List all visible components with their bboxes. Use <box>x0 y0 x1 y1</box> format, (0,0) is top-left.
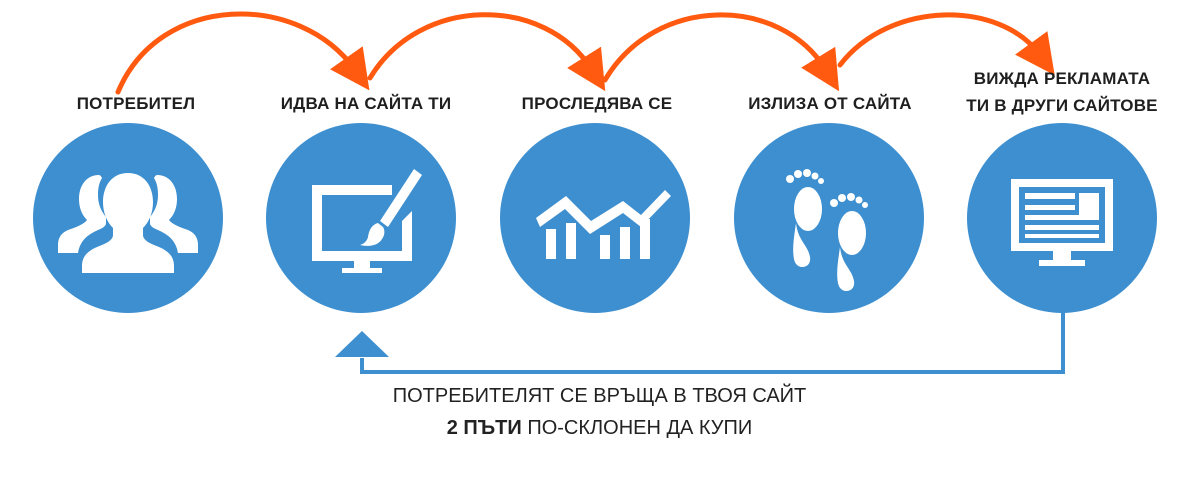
step1-label: ПОТРЕБИТЕЛ <box>76 94 196 113</box>
return-caption: ПОТРЕБИТЕЛЯТ СЕ ВРЪЩА В ТВОЯ САЙТ 2 ПЪТИ… <box>0 380 1199 444</box>
arrow-step2-to-step3 <box>367 12 606 92</box>
return-line <box>360 312 1065 374</box>
return-caption-line2: 2 ПЪТИ ПО-СКЛОНЕН ДА КУПИ <box>0 412 1199 444</box>
footprints-icon <box>786 169 868 292</box>
monitor-brush-icon <box>312 169 422 273</box>
step4-circle <box>734 123 924 313</box>
chart-icon <box>536 190 671 259</box>
arrow-step1-to-step2 <box>115 11 370 95</box>
monitor-ad-icon <box>1011 179 1113 266</box>
step4-label: ИЗЛИЗА ОТ САЙТА <box>748 94 912 113</box>
step3-label: ПРОСЛЕДЯВА СЕ <box>521 94 673 113</box>
step2-label: ИДВА НА САЙТА ТИ <box>280 94 452 113</box>
return-arrow-head <box>335 331 389 357</box>
arrow-step4-to-step5 <box>837 12 1055 76</box>
step3-circle <box>500 123 690 313</box>
step1-circle <box>33 123 223 313</box>
step5-label: ВИЖДА РЕКЛАМАТА ТИ В ДРУГИ САЙТОВЕ <box>966 69 1158 115</box>
step2-circle <box>266 123 456 313</box>
return-caption-line1: ПОТРЕБИТЕЛЯТ СЕ ВРЪЩА В ТВОЯ САЙТ <box>392 385 807 407</box>
return-caption-rest: ПО-СКЛОНЕН ДА КУПИ <box>521 417 753 439</box>
return-caption-emphasis: 2 ПЪТИ <box>446 417 522 439</box>
arrow-step3-to-step4 <box>602 12 840 92</box>
step5-circle <box>967 123 1157 313</box>
users-icon <box>58 173 198 273</box>
